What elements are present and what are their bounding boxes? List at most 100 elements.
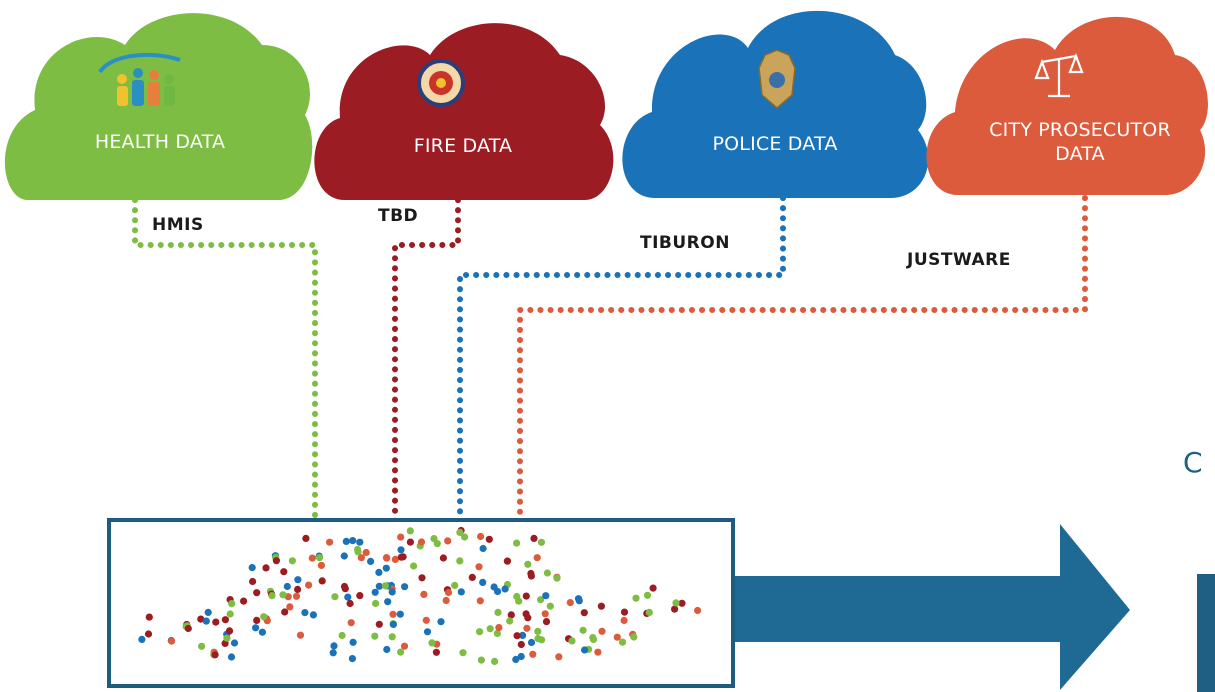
record-dot [342,537,350,546]
record-dot [645,608,653,617]
record-dot [375,568,383,577]
record-dot [338,631,346,640]
record-dot [671,605,679,613]
record-dot [533,554,541,562]
record-dot [598,627,606,635]
record-dot [388,588,396,596]
record-dot [430,535,438,543]
record-dot [432,648,440,656]
record-dot [594,648,602,656]
record-dot [212,618,220,626]
record-dot [597,602,606,610]
record-dot [344,593,352,601]
health-data-label: HEALTH DATA [94,131,226,153]
record-dot [694,606,702,615]
record-dot [537,538,546,546]
record-dot [575,597,583,605]
record-dot [477,656,485,664]
record-dot [568,637,576,645]
fire-department-seal-icon [417,59,465,107]
record-dot [382,554,391,562]
record-dot [479,544,487,553]
record-dot [357,554,365,562]
record-dot [330,642,338,650]
record-dot [566,599,574,607]
record-dot [461,533,469,541]
record-dot [204,608,212,617]
record-dot [437,618,445,626]
record-dot [397,648,405,656]
record-dot [302,534,310,543]
record-dot [286,603,294,611]
prosecutor-data-label-line1: CITY PROSECUTOR [989,119,1171,141]
record-dot [491,657,499,666]
record-dot [318,577,326,585]
record-dot [396,610,404,618]
record-dot [468,573,476,582]
record-dot [296,631,305,639]
record-dot [524,560,532,568]
record-dot [422,616,430,624]
record-dot [371,588,379,596]
record-dot [517,640,525,649]
record-dot [439,554,447,562]
record-dot [227,653,236,661]
record-dot [515,597,523,605]
record-dot [456,528,464,537]
record-dot [672,599,680,607]
record-dot [618,638,627,646]
record-dot [580,609,588,617]
record-dot [506,617,514,625]
record-dot [253,616,261,625]
record-dot [417,538,426,546]
record-dot [459,649,467,657]
record-dot [341,585,349,593]
police-badge-icon [758,49,796,109]
record-dot [372,599,380,608]
record-dot [524,614,532,622]
record-dot [349,638,357,646]
record-dot [589,635,598,644]
fire-cloud [314,23,614,200]
record-dot [494,608,502,617]
record-dot [513,539,521,547]
record-dot [145,613,153,621]
record-dot [389,610,397,618]
record-dot [354,548,362,556]
record-dot [280,568,288,576]
record-dot [457,588,465,596]
record-dot [485,535,493,543]
scales-of-justice-icon [1034,52,1084,98]
record-dot [579,626,587,634]
record-dot [543,569,552,577]
record-dot [384,598,392,606]
record-dot [476,597,484,605]
record-dot [523,624,531,632]
record-dot [348,655,356,663]
people-icon [98,52,181,106]
health-cloud [4,13,313,200]
record-dot [410,562,418,570]
record-dot [258,628,266,636]
record-dot [283,582,291,591]
record-dot [630,633,638,641]
record-dot [346,599,354,608]
record-dot [397,553,405,561]
prosecutor-connector-line [517,195,1088,528]
record-dot [144,630,153,638]
record-dot [198,642,206,650]
justware-label: JUSTWARE [907,250,1011,270]
record-dot [326,538,334,546]
fire-connector-line [392,197,461,528]
fire-data-label: FIRE DATA [413,135,513,157]
police-connector-line [457,195,786,528]
record-dot [202,617,210,625]
record-dot [315,554,324,562]
prosecutor-data-label-line2: DATA [1055,143,1105,165]
record-dot [397,533,405,541]
record-dot [541,610,549,618]
record-dot [249,577,257,586]
record-dot [349,537,357,545]
record-dot [507,611,515,619]
cropped-edge-bar [1197,574,1215,692]
